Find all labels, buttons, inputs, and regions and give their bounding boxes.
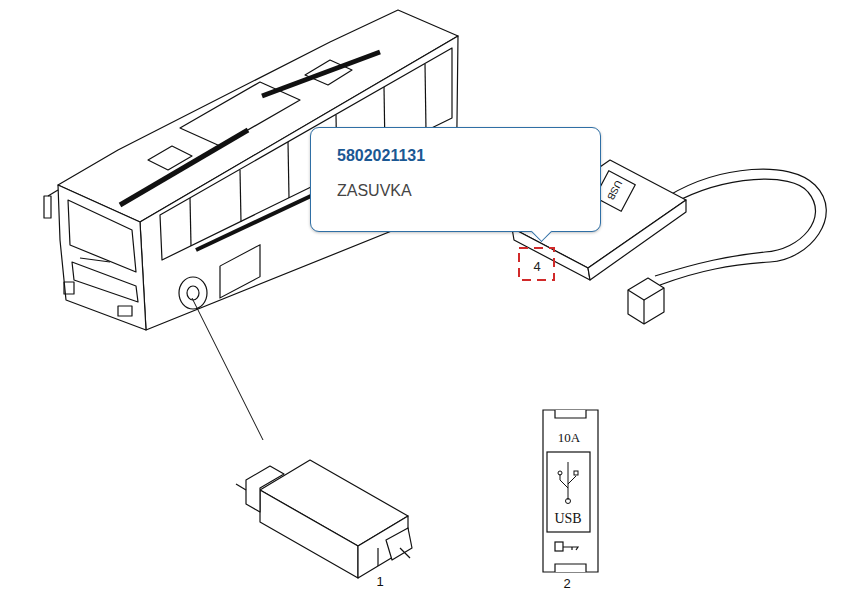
front-hub — [187, 286, 199, 300]
part-2-notch — [555, 410, 586, 418]
headlamp — [118, 306, 132, 316]
part-2-notch — [555, 564, 586, 572]
leader-line — [192, 298, 263, 440]
mirror — [44, 196, 51, 218]
callout-number: 2 — [563, 577, 570, 590]
part-name: ZASUVKA — [337, 181, 574, 200]
usb-dot — [558, 471, 562, 475]
part-1-pin — [236, 484, 246, 490]
connector — [628, 278, 664, 324]
connector — [643, 300, 644, 324]
wiper — [80, 258, 110, 262]
roof-unit — [180, 82, 300, 146]
luggage-door — [220, 245, 260, 298]
window-post — [240, 170, 241, 222]
connector — [628, 288, 664, 300]
window-post — [190, 198, 191, 246]
part-4-cable — [655, 179, 816, 276]
part-2-drawing — [543, 410, 598, 572]
part-number: 5802021131 — [337, 146, 574, 165]
tooltip-box: 5802021131ZASUVKA — [310, 127, 601, 232]
callout-number: 1 — [376, 575, 383, 588]
headlamp — [64, 282, 74, 294]
bus-front — [58, 185, 146, 330]
rating-text: 10A — [558, 431, 580, 444]
usb-square — [574, 471, 578, 475]
front-wheel — [179, 277, 207, 309]
part-1-pin — [400, 548, 410, 558]
usb-branch — [560, 480, 568, 488]
part-1-pin — [377, 548, 378, 566]
part-4-front — [512, 228, 590, 280]
part-1-drawing — [236, 460, 412, 578]
key-icon — [563, 547, 578, 550]
usb-stem — [568, 462, 569, 500]
part-1-cap — [246, 466, 284, 512]
part-1-cap — [386, 528, 412, 560]
key-icon-frame — [551, 540, 591, 556]
key-icon — [555, 542, 563, 551]
roof-hatch — [305, 60, 352, 85]
grille — [72, 262, 138, 302]
usb-text: USB — [554, 512, 581, 526]
mirror — [48, 190, 58, 196]
roof-rail — [262, 52, 380, 96]
usb-symbol — [558, 462, 578, 504]
window-post — [425, 64, 426, 131]
part-4-side — [588, 200, 686, 280]
callout-highlight — [519, 248, 554, 280]
windscreen — [68, 200, 136, 272]
part-2-window — [547, 452, 590, 532]
usb-branch — [568, 476, 576, 484]
part-1-front — [260, 490, 358, 578]
roof-hatch — [148, 146, 192, 170]
usb-base — [566, 499, 571, 504]
window-post — [288, 142, 289, 198]
callout-number: 4 — [533, 260, 540, 273]
part-2-frame — [543, 410, 598, 572]
